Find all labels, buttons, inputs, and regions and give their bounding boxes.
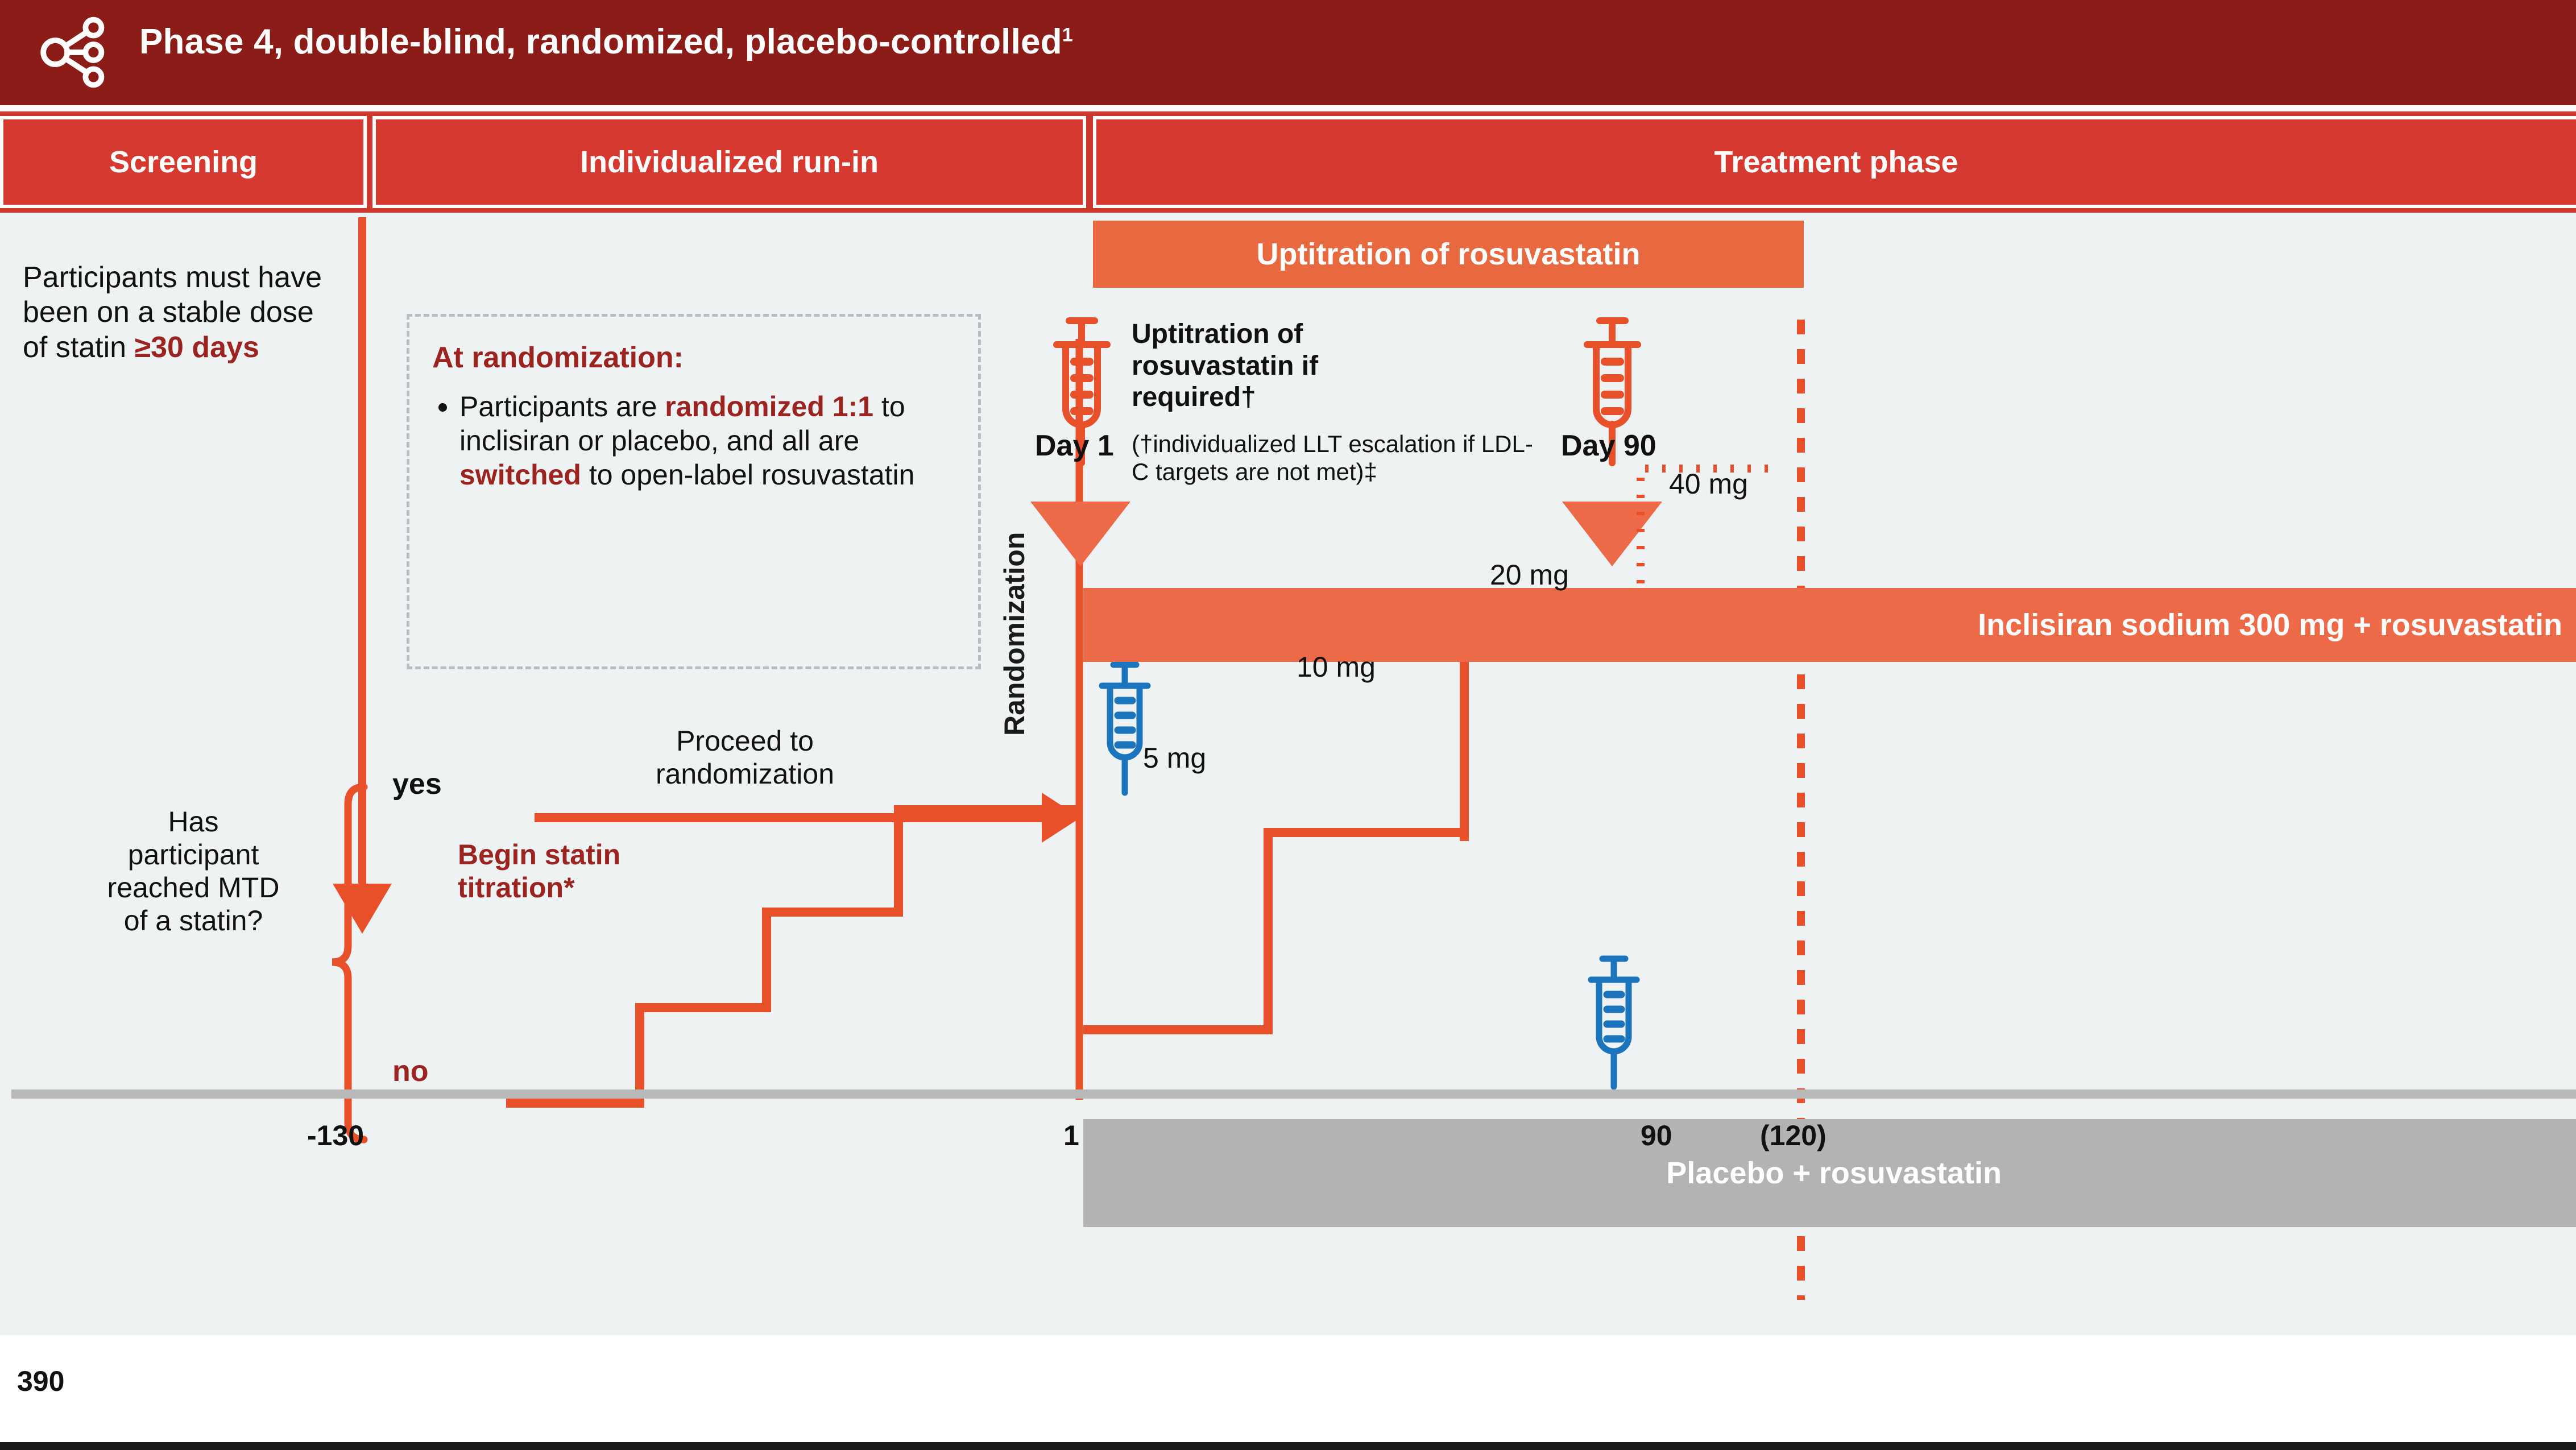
arm-label-placebo: Placebo + rosuvastatin xyxy=(1666,1156,2002,1190)
randomization-axis-label: Randomization xyxy=(999,532,1030,736)
decision-question: Has participant reached MTD of a statin? xyxy=(107,806,280,937)
dose-label-40mg: 40 mg xyxy=(1669,468,1748,500)
tab-treatment-phase[interactable]: Treatment phase xyxy=(1093,116,2576,208)
arm-bar-inclisiran: Inclisiran sodium 300 mg + rosuvastatin xyxy=(1083,588,2576,662)
bullet-part2: to inclisiran or placebo, and all are xyxy=(459,391,905,457)
list-item: Participants are randomized 1:1 to incli… xyxy=(459,390,967,492)
proceed-arrow xyxy=(535,793,1080,843)
begin-statin-titration-label: Begin statin titration* xyxy=(458,839,621,904)
axis-tick-1: 1 xyxy=(1063,1120,1079,1151)
bullet-em2: switched xyxy=(459,459,581,491)
day1-label: Day 1 xyxy=(1035,429,1114,462)
screening-note-text: Participants must have been on a stable … xyxy=(23,261,322,364)
day1-triangle-marker xyxy=(1030,502,1130,566)
screening-arrow xyxy=(333,217,392,934)
at-randomization-bullets: Participants are randomized 1:1 to incli… xyxy=(432,390,967,492)
page-number: 390 xyxy=(17,1365,65,1397)
arm-bar-placebo: Placebo + rosuvastatin xyxy=(1083,1119,2576,1227)
uptitration-banner-label: Uptitration of rosuvastatin xyxy=(1256,237,1641,271)
tab-screening[interactable]: Screening xyxy=(0,116,367,208)
slide-header: Phase 4, double-blind, randomized, place… xyxy=(0,0,2576,105)
syringe-icon-day90 xyxy=(1584,317,1641,466)
footer-rule xyxy=(0,1442,2576,1450)
page-title-text: Phase 4, double-blind, randomized, place… xyxy=(139,22,1062,61)
tab-individualized-run-in[interactable]: Individualized run-in xyxy=(372,116,1086,208)
timeline-axis xyxy=(11,1089,2576,1099)
arm-label-inclisiran: Inclisiran sodium 300 mg + rosuvastatin xyxy=(1978,608,2562,642)
diagram-vectors xyxy=(332,217,1805,1300)
syringe-icon-inclisiran-day90 xyxy=(1588,955,1640,1090)
proceed-to-randomization-label: Proceed to randomization xyxy=(655,725,835,790)
bullet-part3: to open-label rosuvastatin xyxy=(581,459,915,491)
axis-tick--130: -130 xyxy=(307,1120,365,1151)
page-title-superscript: 1 xyxy=(1062,24,1073,46)
network-share-icon xyxy=(40,16,105,88)
screening-note: Participants must have been on a stable … xyxy=(23,260,324,365)
uptitration-note: Uptitration of rosuvastatin if required† xyxy=(1132,319,1319,413)
bullet-part1: Participants are xyxy=(459,391,665,422)
screening-note-highlight: ≥30 days xyxy=(134,330,259,364)
rosuvastatin-dose-staircase xyxy=(1083,630,1641,1034)
axis-tick-120: (120) xyxy=(1760,1120,1827,1151)
decision-yes-label: yes xyxy=(392,768,442,801)
tab-treatment-label: Treatment phase xyxy=(1714,145,1958,179)
axis-tick-90: 90 xyxy=(1641,1120,1672,1151)
study-design-diagram: Participants must have been on a stable … xyxy=(0,213,2576,1335)
page-title: Phase 4, double-blind, randomized, place… xyxy=(139,22,1073,62)
at-randomization-box: At randomization: Participants are rando… xyxy=(407,314,981,669)
dose-label-5mg: 5 mg xyxy=(1143,742,1207,774)
syringe-icon-day1 xyxy=(1053,317,1111,466)
bullet-em1: randomized 1:1 xyxy=(665,391,874,422)
dose-label-20mg: 20 mg xyxy=(1490,559,1569,591)
at-randomization-title: At randomization: xyxy=(432,341,684,374)
decision-brace xyxy=(332,783,368,1144)
dose-label-10mg: 10 mg xyxy=(1297,651,1376,683)
tab-screening-label: Screening xyxy=(109,145,258,179)
uptitration-banner: Uptitration of rosuvastatin xyxy=(1093,221,1804,288)
uptitration-footnote: (†individualized LLT escalation if LDL-C… xyxy=(1132,430,1533,486)
day90-label: Day 90 xyxy=(1561,429,1656,462)
day90-triangle-marker xyxy=(1562,502,1662,566)
syringe-icon-inclisiran-day1 xyxy=(1099,661,1151,796)
decision-no-label: no xyxy=(392,1055,429,1088)
tab-run-in-label: Individualized run-in xyxy=(580,145,879,179)
statin-titration-staircase xyxy=(506,805,1080,1108)
